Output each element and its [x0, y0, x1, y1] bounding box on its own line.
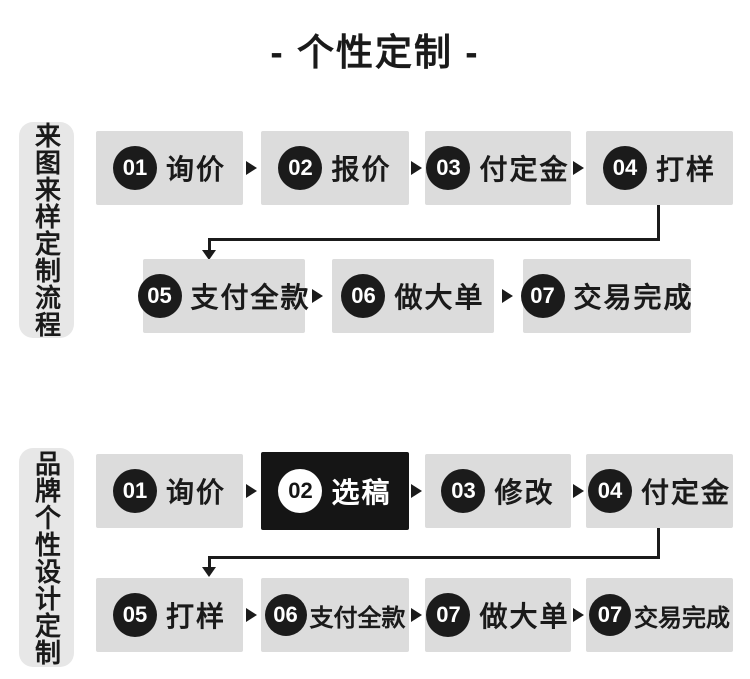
step-box-s2-sample: 05 打样	[96, 578, 243, 652]
arrow-down-icon	[202, 250, 216, 260]
step-box-s2-revise: 03 修改	[425, 454, 571, 528]
step-box-s1-quote: 02 报价	[261, 131, 409, 205]
step-number-badge: 06	[341, 274, 386, 318]
step-label: 交易完成	[573, 282, 694, 313]
step-box-s2-inquiry: 01 询价	[96, 454, 243, 528]
step-label: 交易完成	[634, 604, 730, 632]
step-label: 做大单	[394, 282, 485, 313]
arrow-right-icon	[502, 289, 513, 303]
step-box-s2-complete: 07 交易完成	[586, 578, 733, 652]
arrow-right-icon	[411, 161, 422, 175]
step-label: 支付全款	[309, 604, 406, 632]
step-label: 打样	[165, 601, 226, 632]
connector-line	[208, 559, 211, 568]
connector-line	[657, 528, 660, 559]
section1-label: 来图来样定制流程	[19, 122, 74, 338]
step-number-badge: 05	[112, 593, 157, 637]
arrow-right-icon	[411, 608, 422, 622]
step-box-s1-bulkorder: 06 做大单	[332, 259, 494, 333]
connector-line	[208, 241, 211, 251]
arrow-right-icon	[573, 608, 584, 622]
step-number-badge: 05	[137, 274, 182, 318]
arrow-right-icon	[246, 608, 257, 622]
arrow-right-icon	[246, 484, 257, 498]
step-number-badge: 07	[520, 274, 565, 318]
step-label: 选稿	[331, 477, 392, 508]
step-label: 付定金	[640, 477, 731, 508]
step-box-s2-deposit: 04 付定金	[586, 454, 733, 528]
arrow-right-icon	[573, 484, 584, 498]
step-box-s1-sample: 04 打样	[586, 131, 733, 205]
step-number-badge: 02	[278, 469, 323, 513]
step-number-badge: 01	[112, 469, 157, 513]
step-box-s1-inquiry: 01 询价	[96, 131, 243, 205]
step-number-badge: 07	[589, 594, 631, 636]
step-label: 报价	[331, 154, 392, 185]
arrow-right-icon	[573, 161, 584, 175]
connector-line	[208, 556, 660, 559]
step-number-badge: 02	[278, 146, 323, 190]
step-label: 做大单	[479, 601, 570, 632]
step-box-s2-fullpay: 06 支付全款	[261, 578, 409, 652]
step-number-badge: 04	[602, 146, 647, 190]
step-label: 支付全款	[190, 282, 311, 313]
step-label: 付定金	[479, 154, 570, 185]
step-label: 修改	[494, 477, 555, 508]
step-box-s2-bulkorder: 07 做大单	[425, 578, 571, 652]
step-number-badge: 03	[426, 146, 471, 190]
step-number-badge: 07	[426, 593, 471, 637]
section2-label: 品牌个性设计定制	[19, 448, 74, 667]
arrow-right-icon	[312, 289, 323, 303]
step-number-badge: 06	[264, 594, 307, 636]
step-number-badge: 01	[112, 146, 157, 190]
step-label: 询价	[165, 477, 226, 508]
step-label: 询价	[165, 154, 226, 185]
page-title: - 个性定制 -	[270, 32, 480, 73]
connector-line	[208, 238, 660, 241]
arrow-down-icon	[202, 567, 216, 577]
step-label: 打样	[655, 154, 716, 185]
arrow-right-icon	[246, 161, 257, 175]
step-box-s1-complete: 07 交易完成	[520, 259, 694, 333]
arrow-right-icon	[411, 484, 422, 498]
connector-line	[657, 205, 660, 241]
step-box-s2-draft-selected: 02 选稿	[261, 452, 409, 530]
step-number-badge: 04	[587, 469, 632, 513]
step-number-badge: 03	[441, 469, 486, 513]
step-box-s1-deposit: 03 付定金	[425, 131, 571, 205]
step-box-s1-fullpay: 05 支付全款	[137, 259, 309, 333]
